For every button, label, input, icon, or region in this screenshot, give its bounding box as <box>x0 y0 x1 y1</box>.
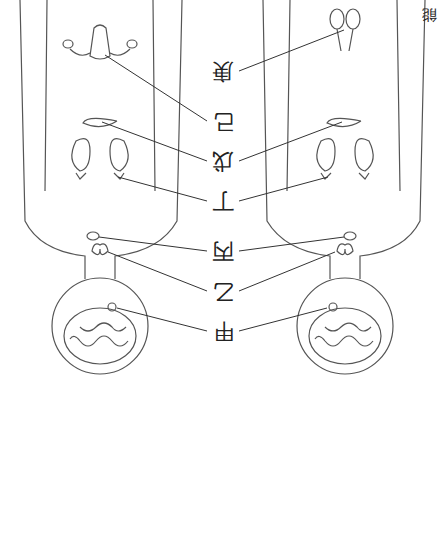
part-label: 甲 <box>212 319 234 343</box>
arm-outline <box>45 0 155 191</box>
brain-folds <box>70 323 128 346</box>
adrenal <box>321 173 369 179</box>
adrenal <box>76 173 124 179</box>
part-label: 乙 <box>212 279 234 303</box>
part-label: 己 <box>212 109 234 133</box>
pituitary <box>329 303 337 311</box>
kidneys <box>72 139 128 171</box>
part-label: 丙 <box>212 239 234 263</box>
part-label: 庚 <box>212 59 234 83</box>
thyroid <box>337 244 353 255</box>
brain <box>309 308 381 364</box>
part-label: 能 <box>422 7 437 24</box>
parathyroid <box>344 232 356 240</box>
kidneys <box>317 139 373 171</box>
leader-line <box>239 30 344 71</box>
leader-line <box>105 55 207 121</box>
head-outline <box>297 278 393 374</box>
testis <box>346 9 360 29</box>
pituitary <box>108 303 116 311</box>
ovary <box>127 40 137 48</box>
part-label: 戊 <box>212 149 234 173</box>
thyroid <box>92 244 108 255</box>
brain-folds <box>315 323 373 346</box>
leader-lines <box>99 30 344 331</box>
uterus <box>90 25 110 59</box>
head-outline <box>52 278 148 374</box>
part-label: 丁 <box>212 189 234 213</box>
parathyroid <box>87 232 99 240</box>
arm-outline <box>287 0 400 191</box>
brain <box>64 308 136 364</box>
ovary <box>63 40 73 48</box>
testis <box>330 9 344 29</box>
oviduct <box>70 49 130 55</box>
